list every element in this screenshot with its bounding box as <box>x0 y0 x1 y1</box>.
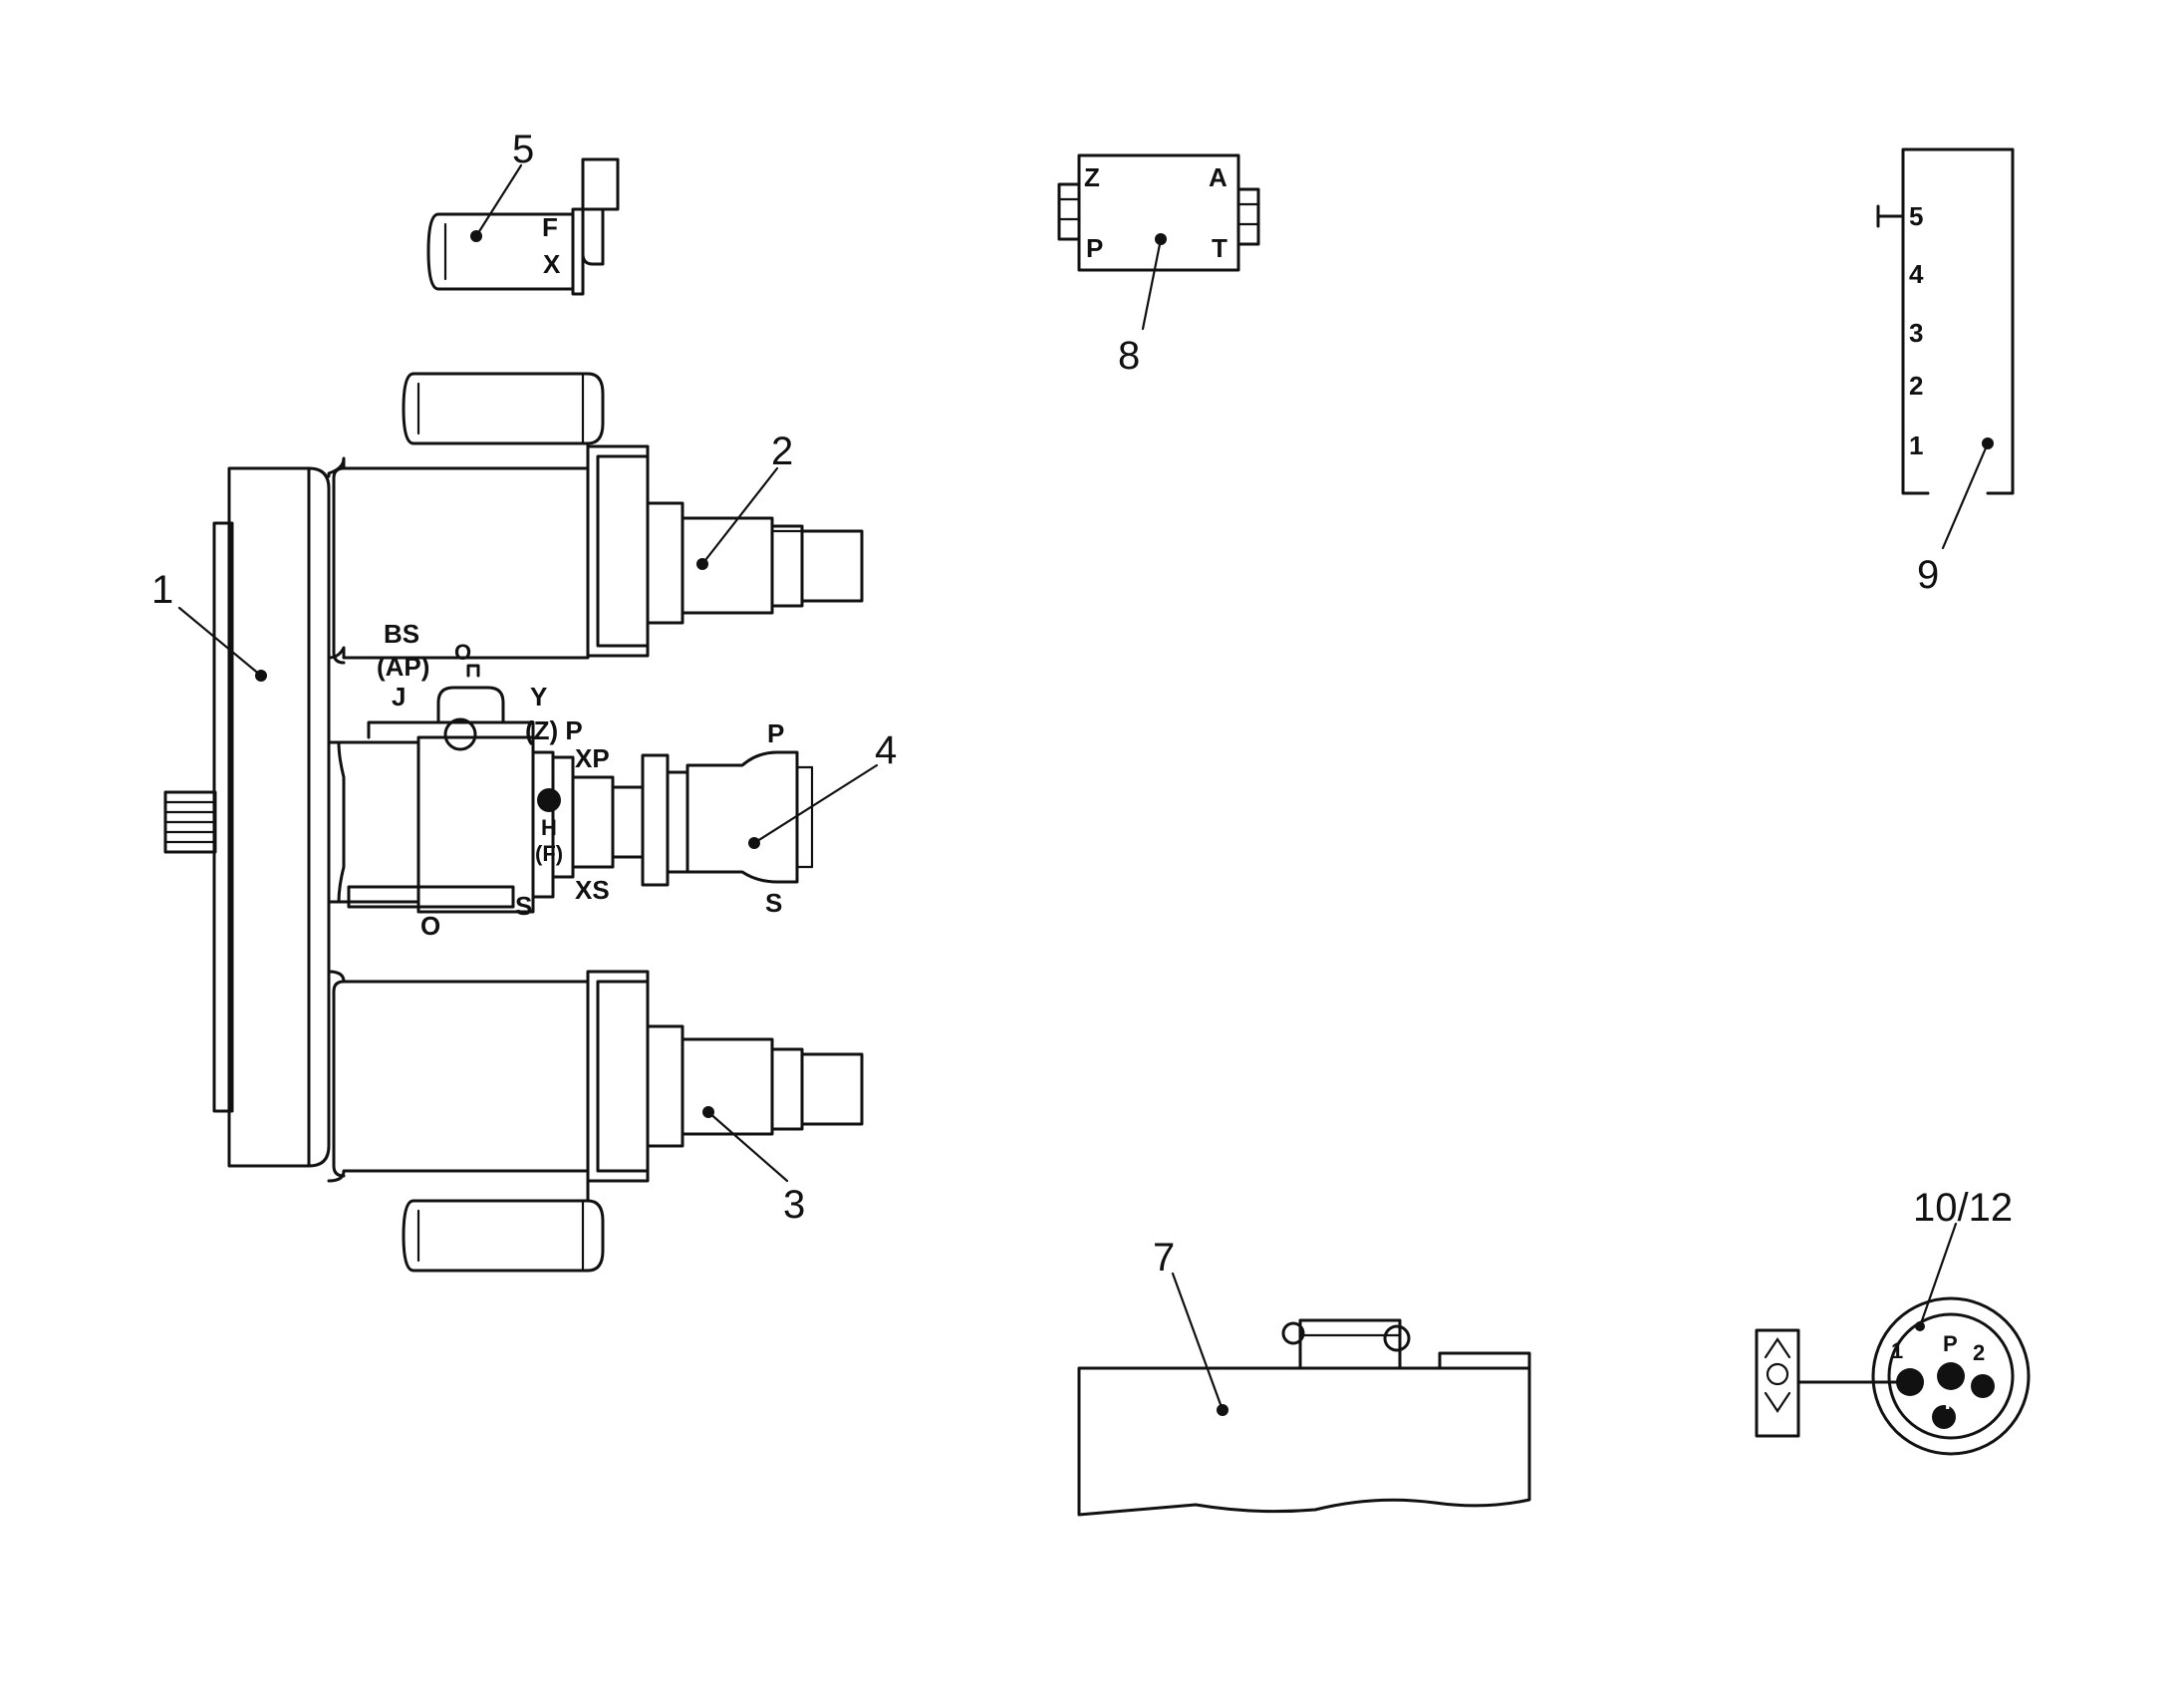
port-label-ap: (AP) <box>377 652 429 682</box>
leader-9 <box>1941 441 1990 550</box>
upper-pump-2 <box>327 372 864 665</box>
valve8-label-z: Z <box>1084 162 1100 192</box>
port-label-zp: (Z) P <box>525 715 583 745</box>
lower-pump-3 <box>327 970 864 1273</box>
leader-8 <box>1141 237 1163 331</box>
terminal-block-9 <box>1876 147 2015 495</box>
connector-label-p: P <box>1943 1331 1958 1356</box>
leader-1 <box>177 606 263 678</box>
leader-lines <box>177 163 1990 1412</box>
valve8-label-t: T <box>1212 233 1228 263</box>
block9-label-2: 2 <box>1909 371 1923 401</box>
port-label-s4: S <box>765 888 782 918</box>
block9-label-5: 5 <box>1909 201 1923 231</box>
valve8-label-p: P <box>1086 233 1103 263</box>
valve8-label-a: A <box>1209 162 1228 192</box>
connector-label-t: T <box>1941 1389 1955 1414</box>
block9-label-4: 4 <box>1909 259 1924 289</box>
leader-5 <box>474 163 523 238</box>
callout-9: 9 <box>1917 553 1939 597</box>
electrical-connector-10-12 <box>1755 1296 2031 1456</box>
port-label-s-mid: S <box>515 891 532 921</box>
block9-label-1: 1 <box>1909 430 1923 460</box>
valve5-label-x: X <box>543 249 561 279</box>
callout-8: 8 <box>1118 334 1140 378</box>
reservoir-tank-7 <box>1077 1318 1531 1517</box>
leader-2 <box>700 466 779 566</box>
callout-4: 4 <box>875 728 897 772</box>
middle-valve-4 <box>327 664 814 914</box>
callout-2: 2 <box>771 429 793 473</box>
port-label-o-bottom: O <box>420 911 440 941</box>
solenoid-valve-5 <box>426 157 620 296</box>
leader-10-12 <box>1918 1222 1958 1328</box>
port-label-bs: BS <box>384 619 419 649</box>
callout-7: 7 <box>1153 1236 1175 1280</box>
callout-5: 5 <box>512 128 534 171</box>
connector-label-2: 2 <box>1973 1340 1985 1365</box>
port-label-y: Y <box>530 682 547 711</box>
leader-7 <box>1171 1272 1225 1412</box>
leader-3 <box>706 1110 789 1183</box>
port-label-p4: P <box>767 718 784 748</box>
port-label-o-top: O <box>454 640 471 665</box>
port-label-j: J <box>392 682 406 711</box>
port-label-h: H <box>541 815 557 840</box>
port-label-xs: XS <box>575 875 610 905</box>
connector-label-1: 1 <box>1891 1338 1903 1363</box>
main-housing-1 <box>163 466 331 1168</box>
leader-4 <box>752 763 879 845</box>
valve5-label-f: F <box>542 212 558 242</box>
block9-label-3: 3 <box>1909 318 1923 348</box>
directional-valve-8 <box>1057 153 1260 272</box>
callout-1: 1 <box>151 568 173 612</box>
port-label-f: (F) <box>535 841 563 866</box>
callout-3: 3 <box>783 1183 805 1227</box>
port-label-xp: XP <box>575 743 610 773</box>
callout-10-12: 10/12 <box>1913 1186 2013 1230</box>
